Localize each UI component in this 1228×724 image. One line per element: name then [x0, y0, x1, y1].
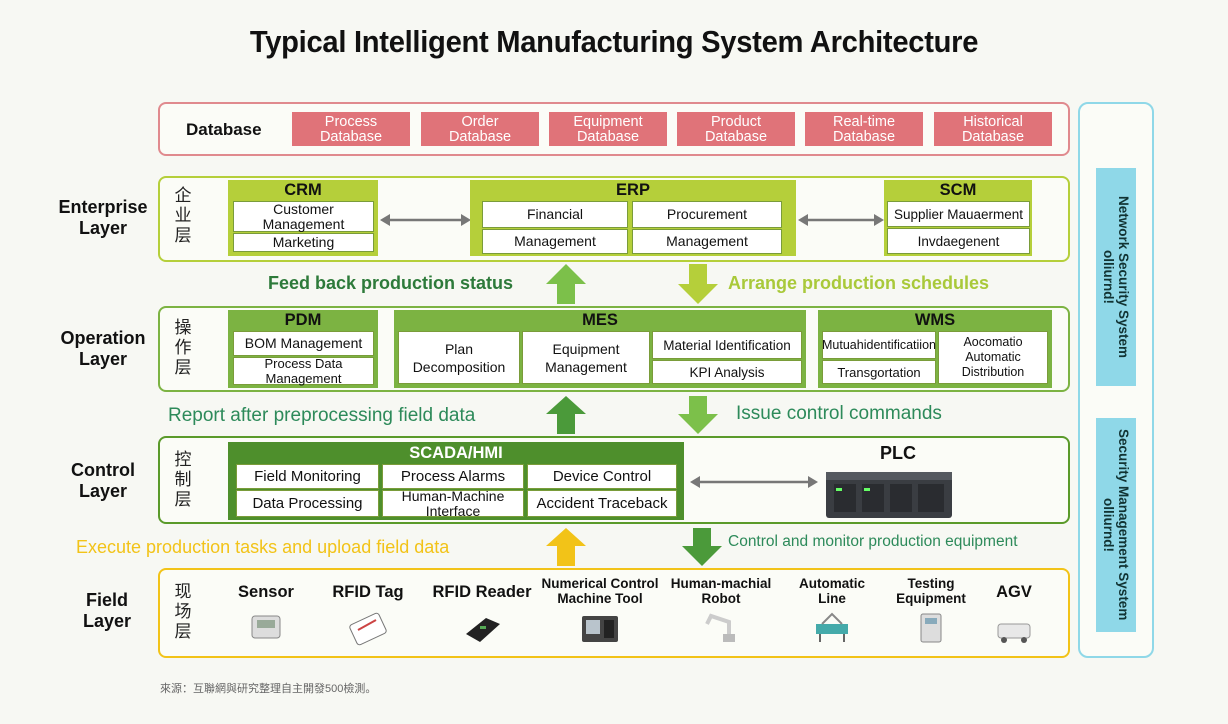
field-panel [158, 568, 1070, 658]
field-device-label: Human-machial Robot [670, 576, 772, 606]
control-monitor-text: Control and monitor production equipment [728, 533, 1018, 550]
scada-cell-field-monitoring: Field Monitoring [236, 464, 379, 489]
enterprise-layer-label: Enterprise Layer [58, 197, 148, 238]
mes-cell-plan: Plan Decomposition [398, 331, 520, 384]
feedback-status-text: Feed back production status [268, 273, 514, 293]
security-management-box: Security Management System olliurnd! [1096, 418, 1136, 632]
field-layer-label: Field Layer [82, 590, 132, 631]
field-device-label: RFID Tag [332, 583, 404, 601]
scm-cell-inventory: Invdaegenent [887, 228, 1030, 254]
plc-label: PLC [880, 443, 916, 463]
down-arrow-1 [678, 264, 718, 304]
up-arrow-3 [546, 528, 586, 566]
field-device-icon [251, 615, 281, 639]
crm-title: CRM [284, 181, 322, 199]
field-device-icon [705, 613, 735, 642]
up-arrow-1 [546, 264, 586, 304]
mes-title: MES [582, 311, 618, 329]
field-device-icon [466, 618, 500, 642]
erp-cell-financial: Financial [482, 201, 628, 228]
pdm-cell-bom: BOM Management [233, 331, 374, 356]
field-device-label: RFID Reader [432, 583, 532, 601]
wms-title: WMS [914, 311, 956, 329]
scada-cell-data-processing: Data Processing [236, 490, 379, 517]
field-device-icon [582, 616, 618, 642]
page-title: Typical Intelligent Manufacturing System… [249, 24, 979, 59]
control-cn-label: 控 制 层 [174, 450, 192, 510]
scada-title: SCADA/HMI [409, 444, 503, 462]
wms-cell-distribution: Aocomatio Automatic Distribution [938, 331, 1048, 384]
operation-cn-label: 操 作 层 [174, 318, 192, 378]
erp-cell-management-1: Management [482, 229, 628, 254]
field-device-icon [349, 612, 387, 646]
field-device-icon [920, 613, 942, 643]
mes-cell-material: Material Identification [652, 331, 802, 359]
pdm-cell-process-data: Process Data Management [233, 356, 374, 386]
scada-cell-hmi: Human-Machine Interface [382, 488, 524, 518]
field-device-label: Numerical Control Machine Tool [541, 576, 659, 606]
operation-layer-label: Operation Layer [60, 328, 146, 369]
mes-cell-equipment: Equipment Management [522, 331, 650, 384]
database-item: Process Database [292, 112, 410, 146]
crm-cell-marketing: Marketing [233, 233, 374, 252]
crm-erp-arrow [380, 214, 471, 226]
control-layer-label: Control Layer [71, 460, 135, 501]
database-item: Equipment Database [549, 112, 667, 146]
field-device-label: Automatic Line [798, 576, 865, 606]
database-item: Product Database [677, 112, 795, 146]
up-arrow-2 [546, 396, 586, 434]
report-preprocessing-text: Report after preprocessing field data [168, 405, 476, 426]
erp-cell-management-2: Management [632, 229, 782, 254]
down-arrow-2 [678, 396, 718, 434]
erp-scm-arrow [798, 214, 884, 226]
scm-cell-supplier: Supplier Mauaerment [887, 201, 1030, 227]
erp-title: ERP [616, 181, 650, 199]
wms-cell-material-id: Mutuahidentificatiion [822, 331, 936, 359]
footnote: 來源：互聯網與研究整理自主開發500檢測。 [160, 683, 377, 695]
scada-cell-device-control: Device Control [527, 464, 677, 489]
erp-cell-procurement: Procurement [632, 201, 782, 228]
database-item: Real-time Database [805, 112, 923, 146]
field-device-icon [816, 612, 848, 642]
scada-plc-arrow [690, 476, 818, 488]
issue-commands-text: Issue control commands [736, 403, 942, 424]
plc-device-icon [826, 472, 952, 518]
field-device-label: Sensor [238, 583, 294, 601]
scada-cell-process-alarms: Process Alarms [382, 464, 524, 489]
execute-tasks-text: Execute production tasks and upload fiel… [76, 537, 450, 557]
network-security-box: Network Security System olliurnd! [1096, 168, 1136, 386]
pdm-title: PDM [284, 311, 322, 329]
arrange-schedules-text: Arrange production schedules [728, 273, 990, 293]
crm-cell-customer: Customer Management [233, 201, 374, 232]
field-device-label: AGV [996, 583, 1032, 601]
enterprise-cn-label: 企 业 层 [174, 186, 192, 246]
down-arrow-3 [682, 528, 722, 566]
field-device-icon [997, 623, 1031, 643]
database-item: Order Database [421, 112, 539, 146]
field-device-label: Testing Equipment [896, 576, 966, 606]
mes-cell-kpi: KPI Analysis [652, 360, 802, 384]
database-item: Historical Database [934, 112, 1052, 146]
field-cn-label: 现 场 层 [174, 582, 192, 642]
scm-title: SCM [939, 181, 977, 199]
scada-cell-accident-traceback: Accident Traceback [527, 490, 677, 517]
wms-cell-transportation: Transgortation [822, 360, 936, 384]
database-label: Database [186, 120, 262, 139]
